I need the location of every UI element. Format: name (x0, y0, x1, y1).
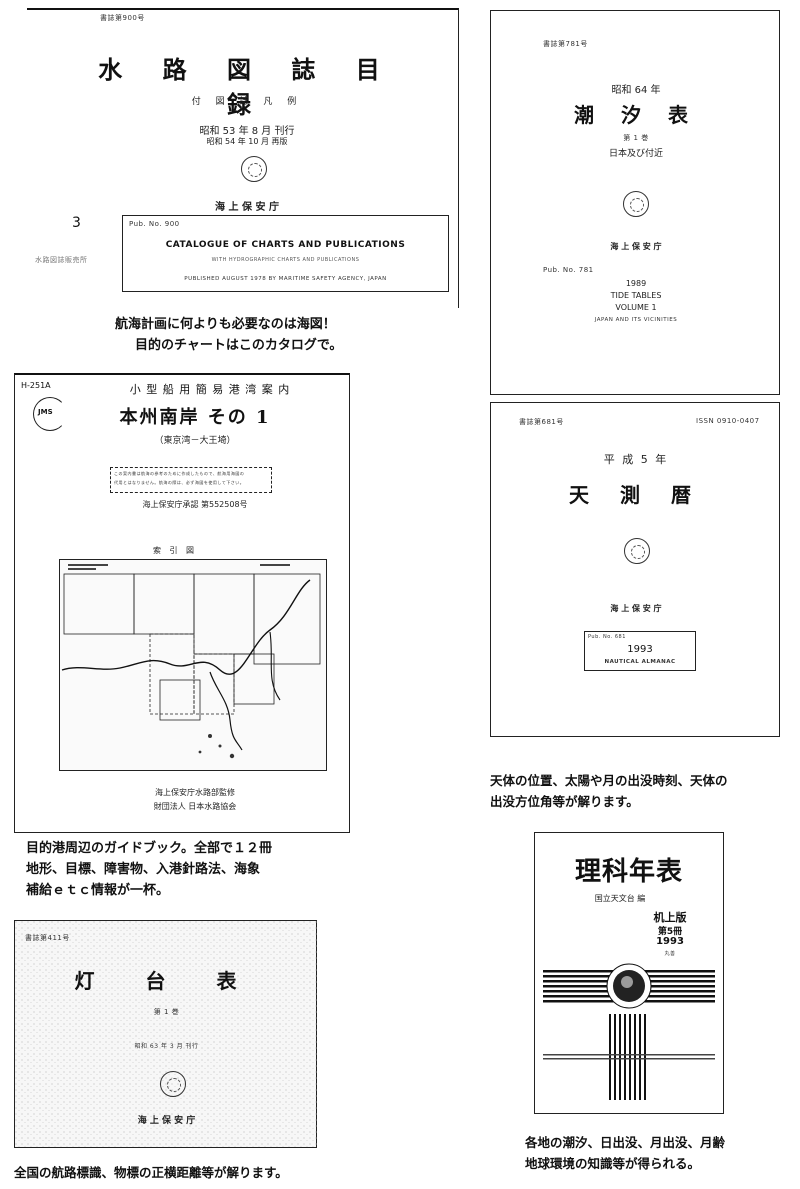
guide-series: 小 型 船 用 簡 易 港 湾 案 内 (129, 383, 291, 396)
catalogue-english-no: Pub. No. 900 (129, 220, 180, 228)
caption-guide: 目的港周辺のガイドブック。全部で１２冊 地形、目標、障害物、入港針路法、海象 補… (26, 838, 272, 901)
caption-almanac: 天体の位置、太陽や月の出没時刻、天体の 出没方位角等が解ります。 (490, 770, 728, 812)
tide-seal-icon (623, 191, 649, 217)
guide-range: （東京湾－大王埼） (154, 436, 236, 446)
caption-guide-line-2: 地形、目標、障害物、入港針路法、海象 (26, 862, 261, 877)
lights-code: 書誌第411号 (25, 934, 70, 942)
tide-year: 昭和 64 年 (611, 85, 661, 96)
guide-footer-2: 財団法人 日本水路協会 (153, 802, 237, 811)
lights-date-1: 昭和 63 年 3 月 刊行 (134, 1043, 199, 1050)
tide-en-volume: VOLUME 1 (615, 303, 657, 312)
guide-index-title: 索 引 図 (152, 546, 198, 555)
almanac-issn: ISSN 0910-0407 (696, 417, 760, 425)
lights-seal-icon (160, 1071, 186, 1097)
guide-title: 本州南岸 その 1 (119, 407, 271, 428)
catalogue-date-1: 昭和 53 年 8 月 刊行 (199, 126, 295, 137)
caption-rika-line-1: 各地の潮汐、日出没、月出没、月齢 (525, 1135, 726, 1150)
almanac-en-year: 1993 (627, 644, 653, 655)
guide-notice-box: この案内書は航海の参考のために作成したもので、航海用海図の 代用とはなりません。… (110, 467, 272, 493)
tide-en-year: 1989 (625, 279, 647, 288)
catalogue-english-publisher: PUBLISHED AUGUST 1978 BY MARITIME SAFETY… (184, 276, 387, 282)
almanac-cover: 書誌第681号 ISSN 0910-0407 平 成 5 年 天 測 暦 海 上… (490, 402, 780, 737)
caption-rika: 各地の潮汐、日出没、月出没、月齢 地球環境の知識等が得られる。 (525, 1132, 725, 1174)
guide-index-map (59, 559, 327, 771)
rika-title: 理科年表 (574, 857, 683, 887)
almanac-publisher: 海 上 保 安 庁 (610, 604, 662, 613)
tide-cover: 書誌第781号 昭和 64 年 潮 汐 表 第 1 巻 日本及び付近 海 上 保… (490, 10, 780, 395)
catalogue-subtitle: 付 図 誌 凡 例 (191, 97, 303, 107)
almanac-title: 天 測 暦 (569, 483, 703, 507)
caption-almanac-line-1: 天体の位置、太陽や月の出没時刻、天体の (490, 773, 728, 788)
guide-code: H-251A (21, 381, 51, 390)
catalogue-side-number: 3 (72, 215, 81, 231)
caption-guide-line-3: 補給ｅｔｃ情報が一杯。 (26, 883, 170, 898)
guide-notice-line-2: 代用とはなりません。航海の際は、必ず海図を使用して下さい。 (114, 480, 245, 485)
lights-cover-speckle (15, 921, 318, 1149)
guide-footer-1: 海上保安庁水路部監修 (155, 788, 235, 797)
rika-vol: 第5冊 (657, 927, 683, 937)
rika-edition: 机上版 (653, 911, 687, 924)
guide-cover: H-251A 小 型 船 用 簡 易 港 湾 案 内 JMS 本州南岸 その 1… (14, 373, 350, 833)
rika-tag: 丸善 (664, 951, 676, 957)
tide-code: 書誌第781号 (543, 40, 588, 48)
catalogue-side-text: 水路図誌販売所 (35, 256, 88, 264)
caption-catalogue-line-1: 航海計画に何よりも必要なのは海図！ (115, 317, 336, 332)
lights-title: 灯 台 表 (74, 969, 259, 993)
almanac-seal-icon (624, 538, 650, 564)
guide-badge: JMS (33, 397, 67, 431)
tide-title: 潮 汐 表 (574, 103, 698, 127)
catalogue-english-sub: WITH HYDROGRAPHIC CHARTS AND PUBLICATION… (211, 257, 360, 263)
catalogue-seal-icon (241, 156, 267, 182)
tide-region: 日本及び付近 (608, 149, 663, 159)
guide-index-map-drawing (60, 560, 326, 770)
caption-almanac-line-2: 出没方位角等が解ります。 (490, 794, 639, 809)
lights-cover: 書誌第411号 灯 台 表 第 1 巻 昭和 63 年 3 月 刊行 海 上 保… (14, 920, 318, 1149)
rika-editor: 国立天文台 編 (594, 894, 646, 903)
catalogue-english-box: Pub. No. 900 CATALOGUE OF CHARTS AND PUB… (122, 215, 449, 292)
rika-cover-graphic (543, 963, 715, 1100)
caption-guide-line-1: 目的港周辺のガイドブック。全部で１２冊 (26, 841, 272, 856)
catalogue-cover: 書誌第900号 水 路 図 誌 目 録 付 図 誌 凡 例 昭和 53 年 8 … (27, 8, 459, 308)
tide-publisher: 海 上 保 安 庁 (610, 242, 662, 251)
catalogue-code: 書誌第900号 (100, 14, 145, 22)
caption-catalogue: 航海計画に何よりも必要なのは海図！ 目的のチャートはこのカタログで。 (115, 314, 342, 356)
catalogue-publisher: 海 上 保 安 庁 (215, 202, 279, 213)
caption-rika-line-2: 地球環境の知識等が得られる。 (525, 1156, 701, 1171)
almanac-en-title: NAUTICAL ALMANAC (604, 659, 676, 665)
catalogue-title: 水 路 図 誌 目 録 (98, 55, 396, 119)
lights-publisher: 海 上 保 安 庁 (137, 1116, 196, 1126)
rika-year: 1993 (656, 936, 684, 947)
guide-badge-text: JMS (38, 408, 53, 416)
tide-pub-no: Pub. No. 781 (543, 266, 594, 274)
almanac-code: 書誌第681号 (519, 418, 564, 426)
guide-approval: 海上保安庁承認 第552508号 (142, 500, 248, 509)
tide-en-title: TIDE TABLES (610, 291, 662, 300)
almanac-pub-no: Pub. No. 681 (588, 634, 626, 640)
guide-notice-line-1: この案内書は航海の参考のために作成したもので、航海用海図の (114, 471, 245, 476)
caption-lights: 全国の航路標識、物標の正横距離等が解ります。 (14, 1162, 288, 1183)
almanac-english-box: Pub. No. 681 1993 NAUTICAL ALMANAC (584, 631, 696, 671)
catalogue-english-title: CATALOGUE OF CHARTS AND PUBLICATIONS (165, 240, 406, 250)
tide-en-region: JAPAN AND ITS VICINITIES (594, 317, 678, 323)
tide-volume: 第 1 巻 (623, 134, 649, 142)
caption-lights-line-1: 全国の航路標識、物標の正横距離等が解ります。 (14, 1165, 288, 1180)
catalogue-date-2: 昭和 54 年 10 月 再版 (206, 137, 288, 146)
caption-catalogue-line-2: 目的のチャートはこのカタログで。 (135, 338, 343, 353)
lights-volume: 第 1 巻 (153, 1008, 180, 1016)
rika-cover: 理科年表 国立天文台 編 机上版 第5冊 1993 丸善 (534, 832, 724, 1114)
almanac-year: 平 成 5 年 (603, 453, 669, 466)
